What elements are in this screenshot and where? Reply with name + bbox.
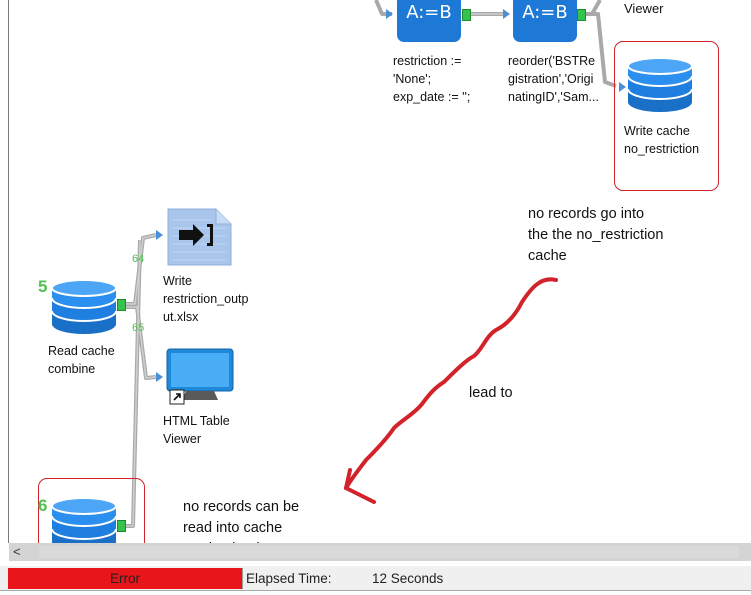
write-cache-input-anchor[interactable] (619, 82, 626, 92)
write-xlsx-label: Write restriction_outp ut.xlsx (163, 274, 249, 324)
status-error-indicator: Error (8, 568, 242, 589)
annotation-no-records-read: no records can be read into cache reader… (183, 499, 310, 543)
write-xlsx-input-anchor[interactable] (156, 230, 163, 240)
read-cache-bottom-output-anchor[interactable] (117, 520, 126, 532)
horizontal-scrollbar[interactable]: < (9, 543, 751, 561)
formula2-input-anchor[interactable] (503, 9, 510, 19)
connection-count-lower: 65 (132, 322, 145, 334)
write-cache-label: Write cache no_restriction (624, 124, 700, 156)
formula-tool-1[interactable]: A:=B (397, 0, 461, 42)
formula-tool-2[interactable]: A:=B (513, 0, 577, 42)
formula1-label: restriction := 'None'; exp_date := ''; (393, 54, 471, 104)
database-icon (51, 279, 117, 334)
red-highlight-box-write-cache (614, 41, 719, 191)
workflow-canvas[interactable]: A:=B restriction := 'None'; exp_date := … (0, 0, 751, 543)
read-cache-combine-output-anchor[interactable] (117, 299, 126, 311)
status-divider (242, 568, 243, 589)
scrollbar-thumb[interactable] (39, 546, 739, 558)
tool-number-6: 6 (38, 496, 48, 515)
write-cache-no-restriction-tool[interactable] (627, 57, 693, 117)
window-bottom-edge (0, 590, 751, 595)
red-annotation-arrow (344, 277, 558, 504)
html-viewer-input-anchor[interactable] (156, 372, 163, 382)
red-highlight-box-read-cache (38, 478, 145, 543)
output-file-icon (167, 208, 232, 266)
html-table-viewer-label: HTML Table Viewer (163, 414, 230, 446)
formula2-output-anchor[interactable] (577, 9, 586, 21)
read-cache-bottom-tool[interactable] (51, 497, 117, 543)
read-cache-combine-label: Read cache combine (48, 344, 115, 376)
canvas-left-border (8, 0, 9, 543)
elapsed-time-label: Elapsed Time: (246, 571, 332, 586)
read-cache-combine-tool[interactable] (51, 279, 117, 339)
formula-icon: A:=B (406, 2, 452, 23)
formula2-label: reorder('BSTRe gistration','Origi nating… (508, 54, 599, 104)
formula1-output-anchor[interactable] (462, 9, 471, 21)
output-data-tool[interactable] (166, 208, 232, 269)
html-table-viewer-tool[interactable] (166, 348, 234, 411)
connection-wires (124, 0, 617, 528)
top-viewer-label: Viewer (624, 1, 664, 16)
annotation-lead-to: lead to (469, 385, 513, 401)
connection-count-upper: 64 (132, 253, 145, 265)
formula1-input-anchor[interactable] (386, 9, 393, 19)
tool-number-5: 5 (38, 277, 48, 296)
formula-icon: A:=B (522, 2, 568, 23)
elapsed-time-value: 12 Seconds (372, 571, 444, 586)
database-icon (51, 497, 117, 543)
monitor-icon (166, 348, 234, 405)
scroll-left-arrow-icon[interactable]: < (13, 544, 21, 559)
annotation-no-records-go: no records go into the the no_restrictio… (528, 206, 664, 264)
status-bar: Error Elapsed Time: 12 Seconds (0, 566, 751, 590)
database-icon (627, 57, 693, 112)
